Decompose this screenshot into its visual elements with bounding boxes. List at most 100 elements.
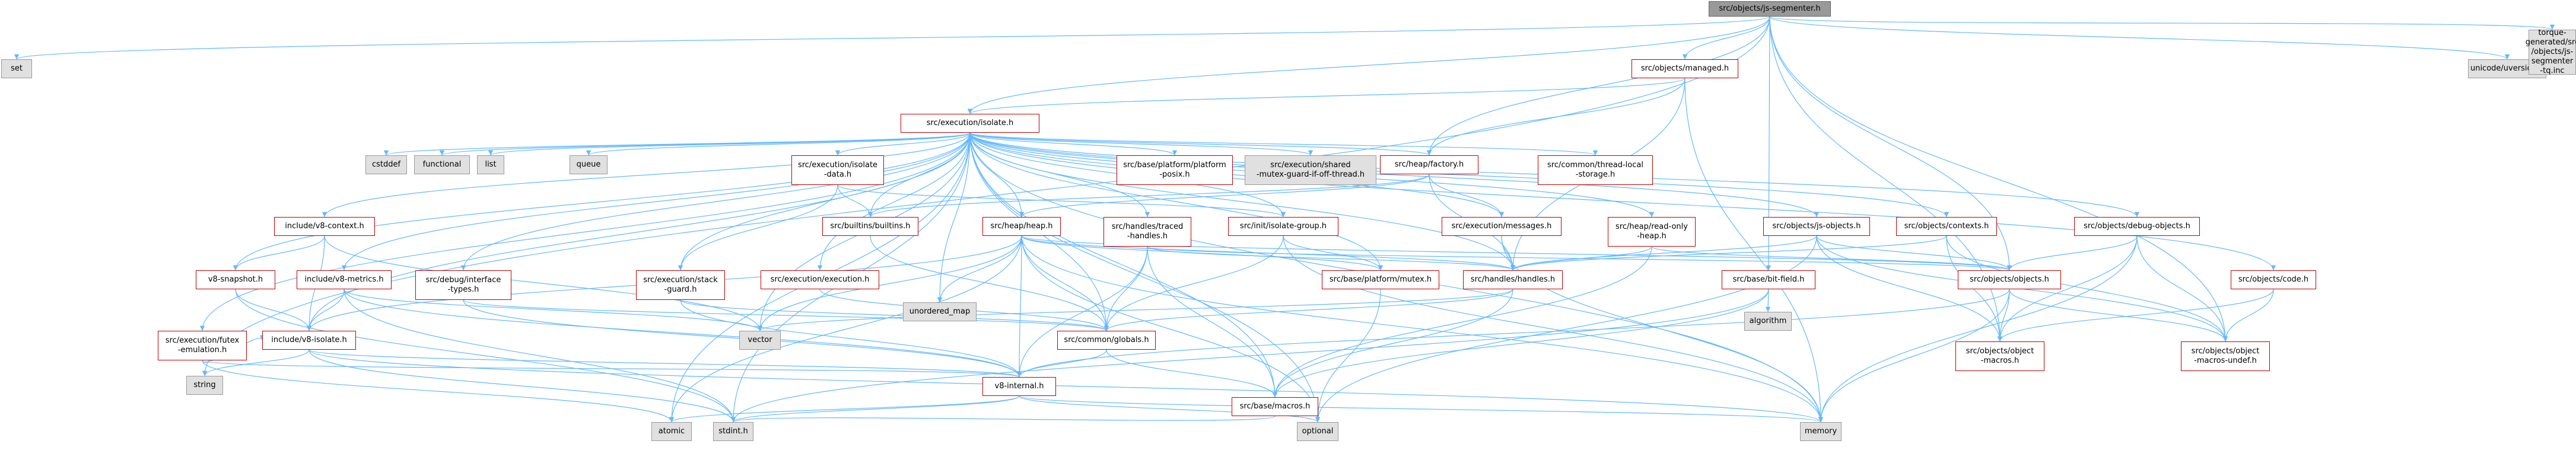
graph-node-objects-contexts[interactable]: src/objects/contexts.h	[1896, 217, 1997, 236]
graph-node-platform-posix[interactable]: src/base/platform/platform -posix.h	[1117, 155, 1233, 185]
edge-v8_metrics-to-vector	[344, 289, 763, 331]
edge-root-to-string	[202, 16, 1770, 376]
edge-execution_isolate-to-futex	[199, 132, 971, 331]
edge-execution_isolate-to-include_v8_context	[322, 132, 971, 218]
graph-node-vector: vector	[739, 331, 781, 350]
graph-node-v8-metrics[interactable]: include/v8-metrics.h	[297, 270, 392, 289]
edge-execution_isolate-to-isolate_data	[835, 132, 971, 156]
edge-execution_isolate-to-objects_code	[969, 132, 2276, 271]
edge-stack_guard-to-v8_internal	[680, 299, 1022, 378]
graph-node-platform-mutex[interactable]: src/base/platform/mutex.h	[1322, 270, 1439, 289]
graph-node-thread-local-storage[interactable]: src/common/thread-local -storage.h	[1538, 155, 1653, 185]
edge-objects_managed-to-execution_isolate	[968, 78, 1685, 114]
edge-heap_heap-to-atomic	[669, 235, 1022, 423]
edge-heap_heap-to-vector	[757, 235, 1022, 331]
edge-traced_handles-to-common_globals	[1103, 246, 1148, 331]
edge-execution_isolate-to-debug_interface	[460, 132, 971, 271]
graph-node-shared-mutex: src/execution/shared -mutex-guard-if-off…	[1245, 155, 1376, 185]
edge-execution_isolate-to-cstddef	[384, 132, 971, 156]
edge-heap_heap-to-objects_objects	[1021, 235, 2012, 271]
graph-node-functional: functional	[414, 155, 470, 174]
graph-node-base-bit-field[interactable]: src/base/bit-field.h	[1722, 270, 1815, 289]
edge-execution_isolate-to-heap_factory	[969, 132, 1432, 156]
edge-root-to-object_macros_undef	[1769, 16, 2228, 342]
edge-isolate_group-to-memory	[1283, 235, 1824, 423]
graph-node-object-macros[interactable]: src/objects/object -macros.h	[1955, 341, 2044, 371]
graph-node-object-macros-undef[interactable]: src/objects/object -macros-undef.h	[2181, 341, 2270, 371]
graph-node-debug-interface[interactable]: src/debug/interface -types.h	[415, 270, 511, 300]
graph-node-include-v8-context[interactable]: include/v8-context.h	[274, 217, 375, 236]
graph-node-v8-snapshot[interactable]: v8-snapshot.h	[196, 270, 275, 289]
edge-v8_internal-to-stdint	[730, 395, 1020, 423]
edge-heap_heap-to-optional	[1021, 235, 1321, 423]
edge-execution_isolate-to-v8_snapshot	[233, 132, 971, 271]
graph-node-objects-managed[interactable]: src/objects/managed.h	[1632, 59, 1738, 78]
edge-v8_metrics-to-include_v8_isolate	[306, 289, 345, 331]
graph-node-common-globals[interactable]: src/common/globals.h	[1057, 331, 1156, 350]
graph-node-execution-messages[interactable]: src/execution/messages.h	[1442, 217, 1561, 236]
graph-node-read-only-heap[interactable]: src/heap/read-only -heap.h	[1608, 217, 1696, 247]
graph-node-execution-execution[interactable]: src/execution/execution.h	[761, 270, 879, 289]
graph-node-list: list	[477, 155, 504, 174]
edge-v8_metrics-to-stdint	[344, 289, 736, 423]
graph-node-algorithm: algorithm	[1744, 312, 1792, 331]
graph-node-isolate-data[interactable]: src/execution/isolate -data.h	[791, 155, 884, 185]
edge-execution_isolate-to-include_v8_isolate	[306, 132, 971, 331]
graph-node-stdint: stdint.h	[713, 422, 753, 441]
graph-node-base-macros[interactable]: src/base/macros.h	[1232, 397, 1318, 416]
edge-common_globals-to-v8_internal	[1016, 349, 1107, 378]
graph-node-string: string	[186, 376, 223, 395]
edge-heap_heap-to-memory	[1021, 235, 1824, 423]
edge-js_objects-to-objects_objects	[1816, 235, 2012, 271]
graph-node-include-v8-isolate[interactable]: include/v8-isolate.h	[262, 331, 356, 350]
edge-base_bit_field-to-stdint	[730, 289, 1769, 423]
graph-node-v8-internal[interactable]: v8-internal.h	[982, 377, 1056, 396]
graph-node-handles-handles[interactable]: src/handles/handles.h	[1463, 270, 1563, 289]
edge-execution_isolate-to-list	[488, 132, 971, 156]
graph-node-isolate-group[interactable]: src/init/isolate-group.h	[1228, 217, 1338, 236]
edge-heap_heap-to-common_globals	[1021, 235, 1109, 331]
graph-node-atomic: atomic	[651, 422, 692, 441]
edge-js_objects-to-object_macros	[1816, 235, 2003, 342]
edge-objects_contexts-to-handles_handles	[1510, 235, 1947, 271]
edge-heap_heap-to-v8_internal	[1016, 235, 1022, 378]
edge-execution_isolate-to-shared_mutex	[969, 132, 1313, 156]
edge-heap_factory-to-builtins	[868, 174, 1430, 218]
edge-include_v8_isolate-to-memory	[309, 349, 1823, 423]
graph-node-optional: optional	[1297, 422, 1338, 441]
edge-execution_isolate-to-functional	[440, 132, 971, 156]
edge-execution_isolate-to-unordered_map	[937, 132, 971, 303]
edge-execution_isolate-to-thread_local_storage	[969, 132, 1598, 156]
edge-objects_managed-to-heap_factory	[1426, 78, 1685, 156]
edge-include_v8_isolate-to-string	[202, 349, 310, 376]
edge-common_globals-to-base_macros	[1106, 349, 1278, 398]
graph-node-objects-objects[interactable]: src/objects/objects.h	[1958, 270, 2061, 289]
graph-node-objects-code[interactable]: src/objects/code.h	[2231, 270, 2316, 289]
graph-node-debug-objects[interactable]: src/objects/debug-objects.h	[2074, 217, 2200, 236]
edge-execution_isolate-to-heap_heap	[969, 132, 1025, 218]
graph-node-js-objects[interactable]: src/objects/js-objects.h	[1763, 217, 1870, 236]
edge-execution_isolate-to-execution_execution	[817, 132, 971, 271]
graph-node-heap-heap[interactable]: src/heap/heap.h	[982, 217, 1061, 236]
graph-node-execution-isolate[interactable]: src/execution/isolate.h	[901, 114, 1039, 133]
edge-debug_objects-to-objects_objects	[2006, 235, 2138, 271]
edge-futex-to-atomic	[202, 360, 675, 423]
edge-builtins-to-common_globals	[870, 235, 1109, 331]
edge-include_v8_isolate-to-stdint	[309, 349, 736, 423]
graph-node-builtins[interactable]: src/builtins/builtins.h	[822, 217, 918, 236]
graph-node-stack-guard[interactable]: src/execution/stack -guard.h	[636, 270, 725, 300]
edge-execution_isolate-to-objects_contexts	[969, 132, 1950, 218]
edge-v8_snapshot-to-stdint	[235, 289, 736, 423]
edge-read_only_heap-to-base_macros	[1272, 246, 1652, 398]
graph-node-memory: memory	[1800, 422, 1842, 441]
edge-isolate_group-to-platform_mutex	[1283, 235, 1384, 271]
graph-node-set: set	[1, 59, 32, 78]
graph-node-traced-handles[interactable]: src/handles/traced -handles.h	[1103, 217, 1191, 247]
edge-debug_interface-to-common_globals	[463, 299, 1109, 331]
edge-execution_isolate-to-v8_metrics	[341, 132, 971, 271]
graph-node-futex[interactable]: src/execution/futex -emulation.h	[158, 331, 247, 360]
edge-debug_objects-to-object_macros_undef	[2136, 235, 2228, 342]
graph-node-heap-factory[interactable]: src/heap/factory.h	[1380, 155, 1478, 174]
edge-root-to-heap_factory	[1426, 16, 1770, 156]
edge-v8_internal-to-optional	[1019, 395, 1321, 423]
